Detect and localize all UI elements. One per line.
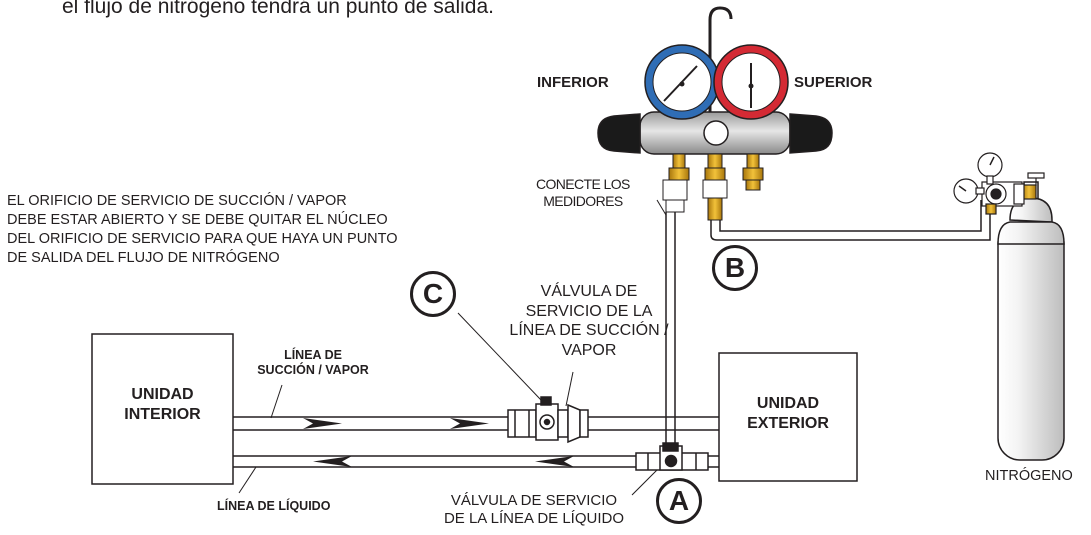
top-cut-text: el flujo de nitrógeno tendrá un punto de… [62,0,494,18]
indoor-unit-box [91,333,234,485]
outdoor-unit-box [718,352,858,482]
low-side-gauge [644,44,720,120]
nitrogen-hose-inner [719,200,982,232]
nitrogen-label: NITRÓGENO [985,468,1073,484]
service-port-note: EL ORIFICIO DE SERVICIO DE SUCCIÓN / VAP… [7,193,398,266]
high-side-gauge [713,44,789,120]
leader-lines [238,199,667,496]
indoor-unit-label: UNIDAD INTERIOR [124,386,201,423]
arrow-right [303,418,342,429]
suction-line-label: LÍNEA DE SUCCIÓN / VAPOR [257,348,369,378]
arrow-right [450,418,489,429]
marker-a: A [656,478,702,524]
connect-gauges-label: CONECTE LOS MEDIDORES [536,176,630,210]
suction-line [233,416,719,431]
low-gauge-label: INFERIOR [537,74,609,91]
manifold-ports [662,153,764,221]
arrow-left [313,456,352,467]
high-gauge-label: SUPERIOR [794,74,873,91]
manifold-body [597,99,833,155]
outdoor-unit-label: UNIDAD EXTERIOR [747,395,829,432]
marker-b: B [712,245,758,291]
liquid-line-label: LÍNEA DE LÍQUIDO [217,499,331,513]
liquid-line [233,455,719,468]
liquid-valve-label: VÁLVULA DE SERVICIO DE LA LÍNEA DE LÍQUI… [443,492,625,528]
flow-arrows [303,418,574,467]
suction-service-valve [507,396,589,444]
gauge-hose [665,212,676,444]
suction-valve-label: VÁLVULA DE SERVICIO DE LA LÍNEA DE SUCCI… [509,283,669,359]
nitrogen-regulator [953,152,1045,215]
liquid-service-valve [635,442,709,471]
manifold-hook [708,6,733,116]
nitrogen-hose [710,200,991,241]
marker-c: C [410,271,456,317]
nitrogen-cylinder [997,181,1065,461]
arrow-left [535,456,574,467]
